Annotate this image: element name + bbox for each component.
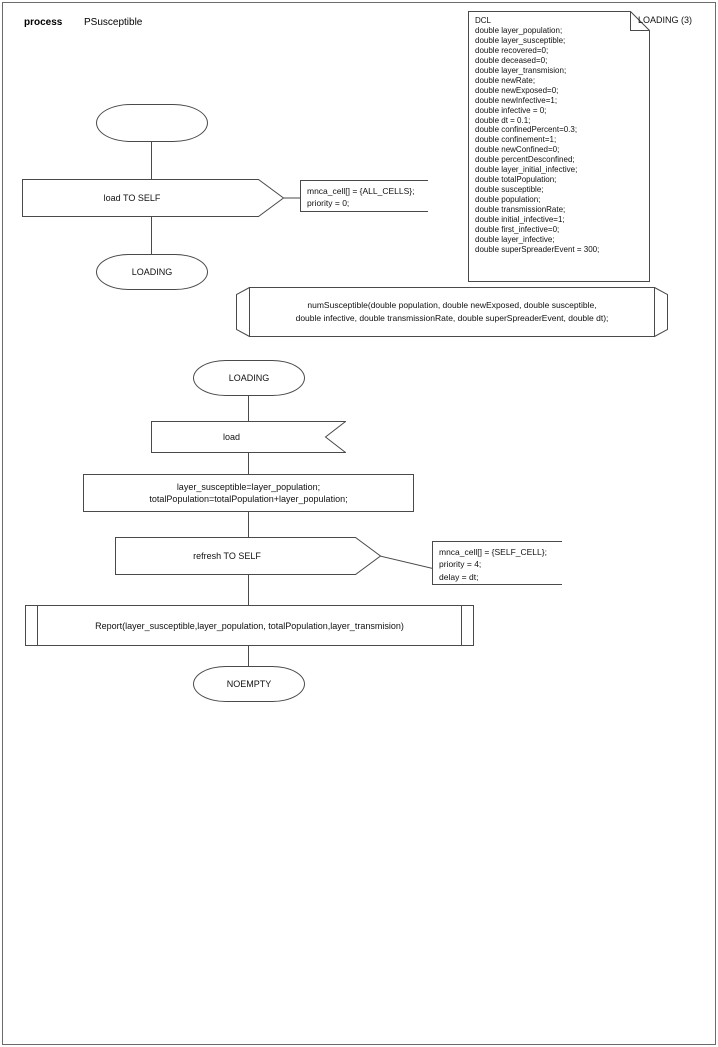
comment-leader-refresh	[379, 537, 436, 575]
comment-load-to-self-text: mnca_cell[] = {ALL_CELLS}; priority = 0;	[307, 186, 415, 209]
process-name-label: PSusceptible	[84, 17, 143, 28]
comment-refresh-to-self-text: mnca_cell[] = {SELF_CELL}; priority = 4;…	[439, 547, 547, 582]
start-state-symbol	[96, 104, 208, 142]
state-symbol-noempty: NOEMPTY	[193, 666, 305, 702]
output-symbol-load-to-self: load TO SELF	[22, 179, 284, 217]
output-symbol-refresh-to-self: refresh TO SELF	[115, 537, 381, 575]
state-loading-2-label: LOADING	[228, 372, 270, 383]
connector-report-to-noempty	[248, 646, 249, 666]
input-symbol-load: load	[151, 421, 346, 453]
task-symbol-assignments: layer_susceptible=layer_population; tota…	[83, 474, 414, 512]
connector-output-to-loading1	[151, 217, 152, 254]
declaration-text: DCL double layer_population; double laye…	[475, 16, 600, 254]
proccall-right-bar	[461, 606, 462, 645]
output-symbol-refresh-outline	[115, 537, 381, 575]
state-noempty-label: NOEMPTY	[226, 678, 272, 689]
state-symbol-loading-2: LOADING	[193, 360, 305, 396]
output-symbol-outline	[22, 179, 284, 217]
procedure-call-report-text: Report(layer_susceptible,layer_populatio…	[95, 620, 404, 631]
process-keyword-label: process	[24, 17, 63, 28]
comment-box-load-to-self: mnca_cell[] = {ALL_CELLS}; priority = 0;	[300, 180, 428, 212]
comment-leader-load	[283, 179, 303, 217]
state-loading-1-label: LOADING	[131, 266, 173, 277]
input-symbol-outline	[151, 421, 346, 453]
connector-input-to-task	[248, 453, 249, 474]
task-assign-text: layer_susceptible=layer_population; tota…	[149, 481, 348, 504]
output-load-to-self-label: load TO SELF	[103, 193, 161, 203]
dcl-box-outline	[468, 11, 650, 282]
proccall-left-bar	[37, 606, 38, 645]
procedure-call-symbol-report: Report(layer_susceptible,layer_populatio…	[25, 605, 474, 646]
input-load-label: load	[222, 432, 240, 442]
connector-task-to-refresh	[248, 512, 249, 537]
comment-box-refresh-to-self: mnca_cell[] = {SELF_CELL}; priority = 4;…	[432, 541, 562, 585]
procedure-declaration-num-susceptible: numSusceptible(double population, double…	[236, 287, 668, 337]
page-tag-label: LOADING (3)	[638, 15, 693, 25]
procedure-declaration-text: numSusceptible(double population, double…	[295, 300, 609, 323]
connector-start-to-output	[151, 142, 152, 179]
start-state-label	[97, 105, 207, 141]
connector-loading2-to-input	[248, 396, 249, 421]
output-refresh-to-self-label: refresh TO SELF	[193, 551, 261, 561]
connector-refresh-to-report	[248, 575, 249, 605]
procedure-declaration-outline	[236, 287, 668, 337]
state-symbol-loading-1: LOADING	[96, 254, 208, 290]
declaration-dcl-box: DCL double layer_population; double laye…	[468, 11, 650, 282]
